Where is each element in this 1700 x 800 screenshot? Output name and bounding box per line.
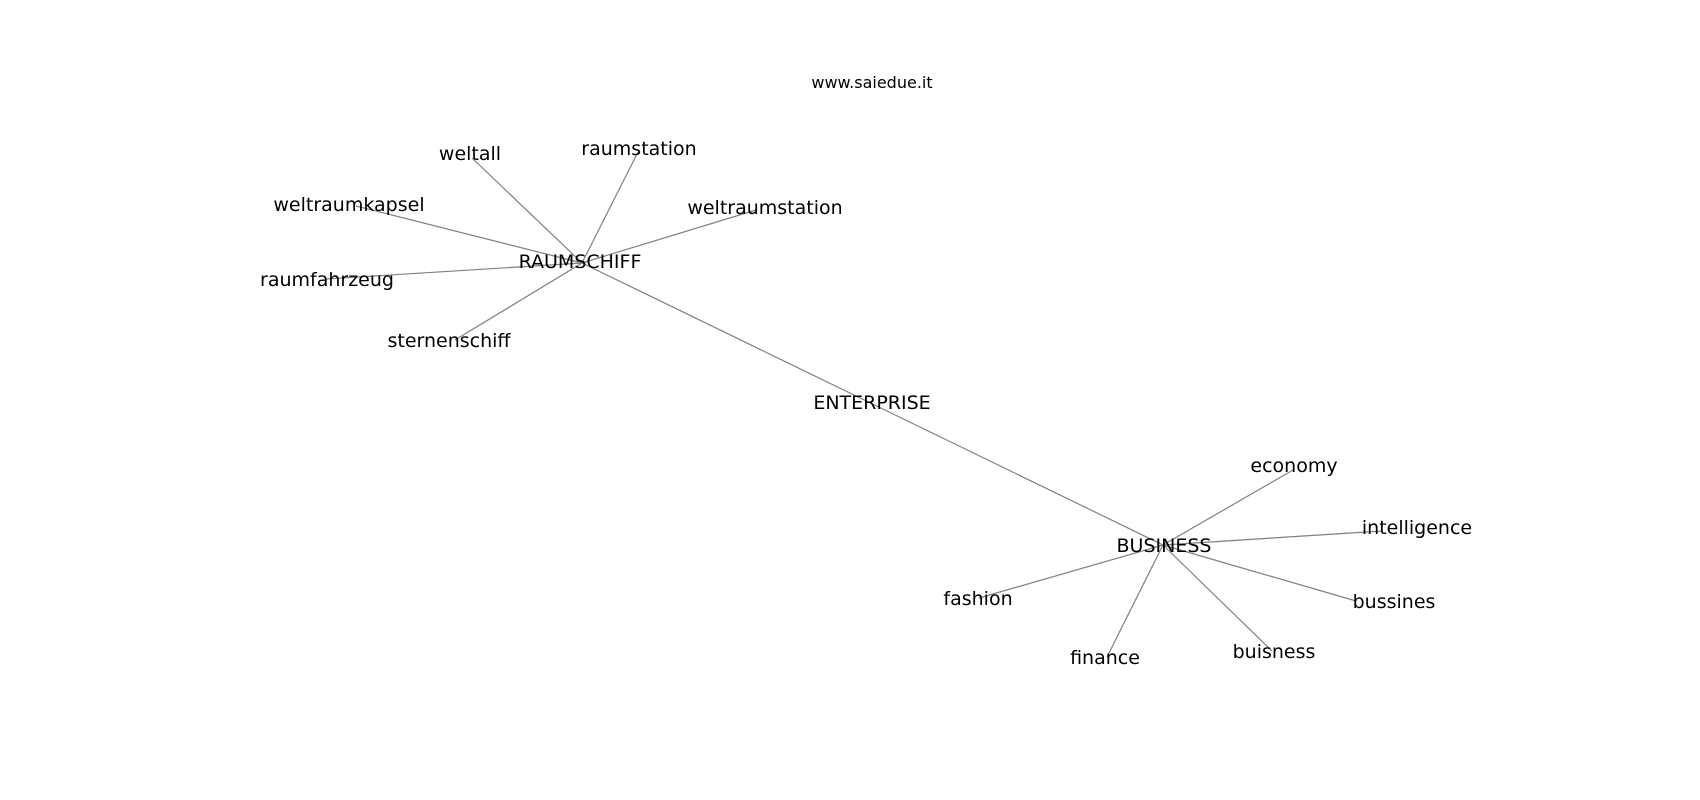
node-business: BUSINESS bbox=[1117, 535, 1212, 557]
node-raumstation: raumstation bbox=[581, 138, 696, 160]
edge-business-finance bbox=[1106, 544, 1164, 658]
edge-business-economy bbox=[1162, 469, 1294, 546]
node-raumfahrzeug: raumfahrzeug bbox=[260, 269, 394, 291]
node-raumschiff: RAUMSCHIFF bbox=[519, 251, 642, 273]
edge-raumschiff-weltall bbox=[471, 157, 583, 264]
node-fashion: fashion bbox=[943, 588, 1012, 610]
edge-raumschiff-sternenschiff bbox=[454, 262, 583, 341]
node-weltraumstation: weltraumstation bbox=[687, 197, 842, 219]
node-intelligence: intelligence bbox=[1362, 517, 1472, 539]
edge-raumschiff-raumfahrzeug bbox=[325, 262, 583, 280]
edge-business-intelligence bbox=[1162, 530, 1383, 546]
node-economy: economy bbox=[1250, 455, 1337, 477]
node-weltall: weltall bbox=[439, 143, 501, 165]
watermark: www.saiedue.it bbox=[811, 73, 932, 92]
edge-raumschiff-raumstation bbox=[581, 151, 639, 264]
edge-raumschiff-weltraumkapsel bbox=[355, 205, 583, 264]
edge-business-fashion bbox=[978, 544, 1164, 599]
node-weltraumkapsel: weltraumkapsel bbox=[273, 194, 424, 216]
edge-layer bbox=[325, 151, 1383, 658]
label-layer: ENTERPRISE RAUMSCHIFF BUSINESS weltall raums… bbox=[260, 138, 1472, 669]
edge-raumschiff-business bbox=[581, 262, 1164, 546]
edge-business-bussines bbox=[1162, 544, 1357, 602]
node-bussines: bussines bbox=[1353, 591, 1436, 613]
edge-raumschiff-weltraumstation bbox=[581, 209, 757, 264]
node-sternenschiff: sternenschiff bbox=[387, 330, 511, 352]
node-enterprise: ENTERPRISE bbox=[813, 392, 930, 414]
node-finance: finance bbox=[1070, 647, 1140, 669]
edge-business-buisness bbox=[1162, 544, 1273, 652]
node-buisness: buisness bbox=[1233, 641, 1316, 663]
